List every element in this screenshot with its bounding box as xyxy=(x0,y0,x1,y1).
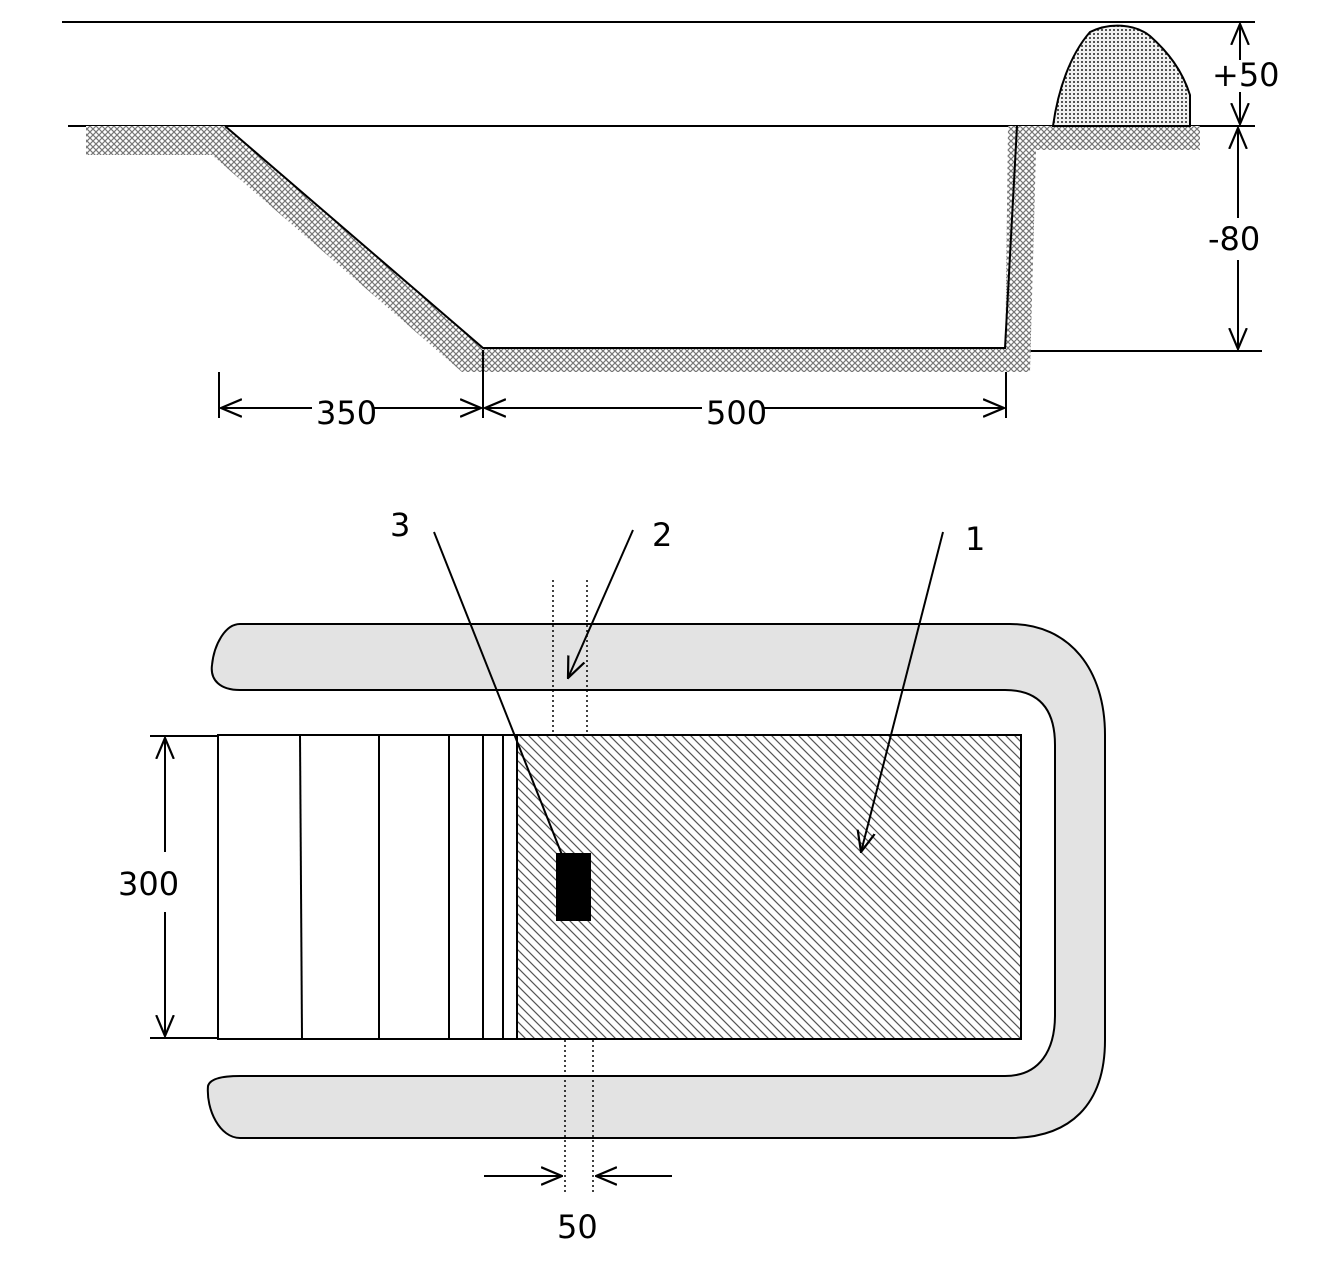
callout-label-3: 3 xyxy=(390,506,410,544)
marker-block xyxy=(556,853,591,921)
dim-label-depth: -80 xyxy=(1208,220,1260,258)
plan-view: 3 2 1 300 50 xyxy=(118,506,1106,1246)
callout-label-1: 1 xyxy=(965,520,985,558)
pit-bottom-lining xyxy=(483,348,1028,372)
leader-line-2 xyxy=(568,529,634,678)
section-view: +50 -80 350 500 xyxy=(62,21,1280,432)
filled-section-hatch xyxy=(517,736,1020,1038)
left-ground-hatch xyxy=(86,126,483,372)
leader-line-1 xyxy=(861,531,944,852)
pit-outline xyxy=(224,125,1018,349)
soil-pile xyxy=(1051,24,1191,127)
dim-label-gap: 50 xyxy=(557,1208,598,1246)
callout-label-2: 2 xyxy=(652,516,672,554)
right-wall-hatch xyxy=(1005,126,1200,372)
dim-label-width: 300 xyxy=(118,865,179,903)
u-berm xyxy=(206,623,1106,1139)
dim-label-top-height: +50 xyxy=(1212,56,1280,94)
partition-line xyxy=(299,734,303,1040)
leader-line-3 xyxy=(433,531,569,871)
dim-label-bottom-width: 500 xyxy=(706,394,767,432)
dim-label-slope-width: 350 xyxy=(316,394,377,432)
